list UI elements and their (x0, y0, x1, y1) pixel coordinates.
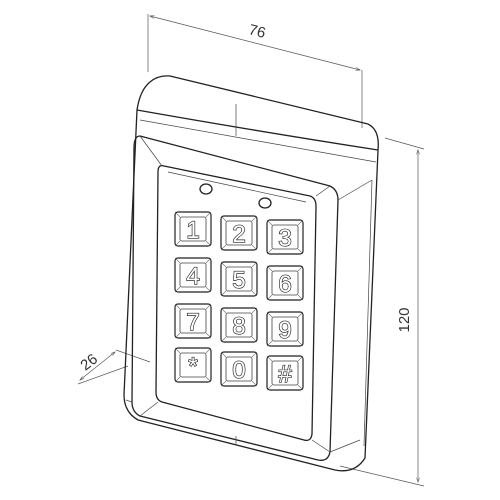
key-5[interactable]: 5 (220, 261, 258, 297)
depth-dimension-label: 26 (77, 351, 101, 375)
led-left-icon (199, 183, 213, 195)
width-dimension: 76 (147, 14, 363, 128)
key-star[interactable]: * (174, 347, 212, 383)
key-label: 4 (186, 263, 199, 290)
key-label: 5 (232, 267, 245, 294)
key-3[interactable]: 3 (266, 219, 304, 255)
keypad-housing (123, 75, 379, 472)
key-label: 0 (232, 357, 245, 384)
key-9[interactable]: 9 (266, 311, 304, 347)
key-label: 6 (278, 271, 291, 298)
key-6[interactable]: 6 (266, 265, 304, 301)
key-0[interactable]: 0 (220, 351, 258, 387)
key-7[interactable]: 7 (174, 303, 212, 339)
key-2[interactable]: 2 (220, 215, 258, 251)
key-label: 8 (232, 313, 245, 340)
key-label: 1 (186, 217, 199, 244)
width-dimension-label: 76 (247, 21, 267, 42)
keypad-keys: 1 2 3 4 5 6 7 8 9 * 0 # (174, 211, 304, 391)
height-dimension: 120 (339, 137, 425, 487)
key-label: 9 (278, 317, 291, 344)
key-label: * (188, 353, 197, 380)
key-1[interactable]: 1 (174, 211, 212, 247)
led-right-icon (258, 197, 272, 209)
key-hash[interactable]: # (266, 355, 304, 391)
key-label: # (278, 361, 292, 388)
key-label: 3 (278, 225, 291, 252)
key-4[interactable]: 4 (174, 257, 212, 293)
key-label: 7 (186, 309, 199, 336)
key-8[interactable]: 8 (220, 307, 258, 343)
depth-dimension: 26 (77, 349, 151, 385)
height-dimension-label: 120 (396, 307, 413, 332)
key-label: 2 (232, 221, 245, 248)
